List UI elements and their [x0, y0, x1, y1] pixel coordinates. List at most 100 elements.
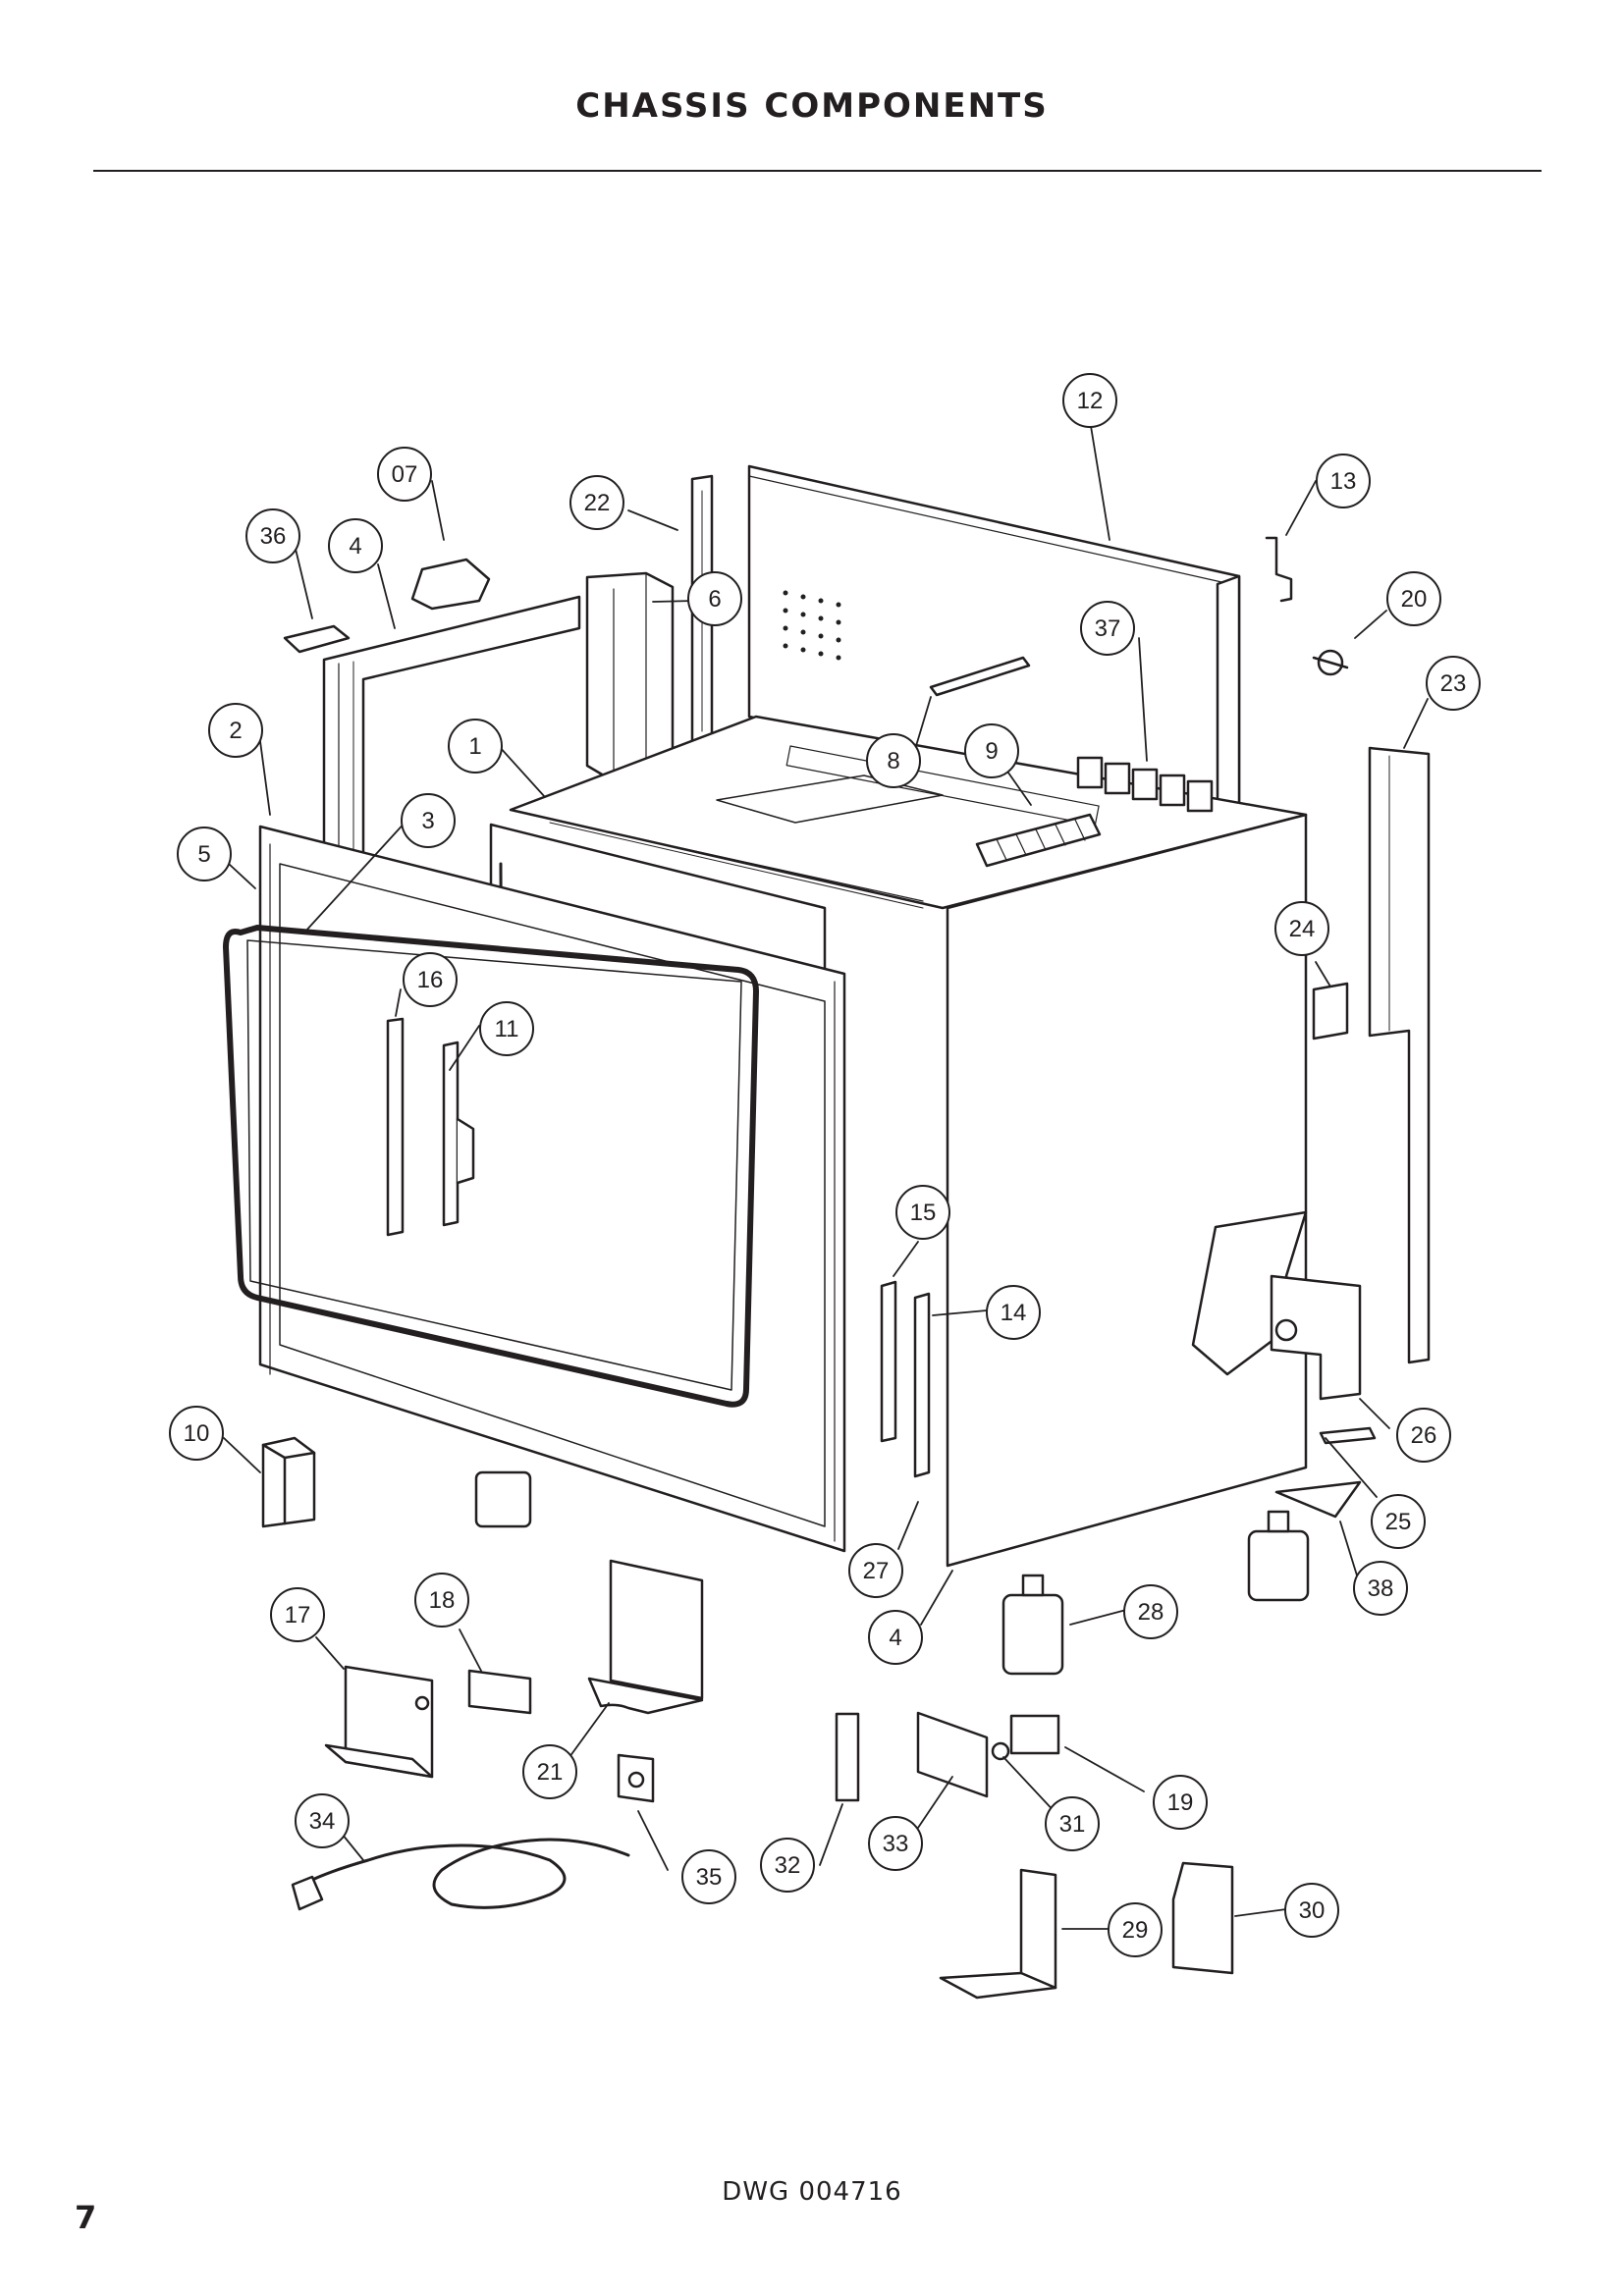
callout-circle [1045, 1796, 1100, 1851]
callout-circle [569, 475, 624, 530]
motor-19 [1009, 1714, 1060, 1755]
callout-label: 22 [584, 490, 611, 516]
callout-label: 33 [883, 1831, 909, 1857]
bracket-36 [283, 624, 351, 654]
callout-20: 20 [1386, 571, 1441, 626]
callout-label: 24 [1289, 916, 1316, 942]
bracket-30 [1171, 1861, 1234, 1975]
callout-label: 16 [417, 967, 444, 993]
bracket-07 [410, 558, 491, 611]
hinge-16 [386, 1017, 405, 1237]
callout-36: 36 [245, 508, 300, 563]
callout-circle [1426, 656, 1481, 711]
front-left-foot [474, 1470, 532, 1528]
callout-17: 17 [270, 1587, 325, 1642]
side-rail-23 [1368, 746, 1431, 1364]
callout-circle [414, 1573, 469, 1628]
callout-circle [681, 1849, 736, 1904]
switch-bracket-18 [467, 1669, 532, 1715]
callout-circle [328, 518, 383, 573]
callout-07: 07 [377, 447, 432, 502]
rear-panel-vent-holes [783, 590, 841, 661]
power-cord [291, 1838, 630, 1911]
callout-19: 19 [1153, 1775, 1208, 1830]
callout-label: 27 [863, 1558, 890, 1584]
callout-circle [403, 952, 458, 1007]
callout-24: 24 [1274, 901, 1329, 956]
callout-label: 23 [1440, 670, 1467, 697]
callout-33: 33 [868, 1816, 923, 1871]
callout-label: 25 [1385, 1509, 1412, 1535]
callout-label: 32 [775, 1852, 801, 1879]
callout-label: 4 [349, 533, 361, 560]
vertical-rail-6 [585, 571, 675, 783]
callout-label: 36 [260, 523, 287, 550]
callout-label: 10 [184, 1420, 210, 1447]
callout-circle [1316, 454, 1371, 508]
callout-4b: 4 [868, 1610, 923, 1665]
callout-35: 35 [681, 1849, 736, 1904]
callout-circle [1153, 1775, 1208, 1830]
callout-label: 8 [887, 748, 899, 774]
callout-label: 6 [708, 586, 721, 613]
title-divider [93, 170, 1542, 172]
callout-circle [1108, 1902, 1163, 1957]
latch-32 [835, 1712, 860, 1802]
callout-37: 37 [1080, 601, 1135, 656]
callout-circle [377, 447, 432, 502]
callout-circle [986, 1285, 1041, 1340]
callout-5: 5 [177, 827, 232, 881]
callout-circle [1284, 1883, 1339, 1938]
callout-label: 18 [429, 1587, 456, 1614]
callout-4a: 4 [328, 518, 383, 573]
callout-circle [295, 1793, 350, 1848]
page-number: 7 [75, 2199, 97, 2236]
callout-12: 12 [1062, 373, 1117, 428]
callout-circle [964, 723, 1019, 778]
callout-label: 15 [910, 1200, 937, 1226]
door-seal [223, 925, 759, 1408]
callout-circle [1080, 601, 1135, 656]
callout-circle [760, 1838, 815, 1893]
callout-circle [1386, 571, 1441, 626]
callout-circle [169, 1406, 224, 1461]
callout-3: 3 [401, 793, 456, 848]
callout-circle [208, 703, 263, 758]
callout-label: 1 [468, 733, 481, 760]
bracket-29 [939, 1868, 1057, 2000]
callout-30: 30 [1284, 1883, 1339, 1938]
callout-label: 4 [889, 1625, 901, 1651]
callout-31: 31 [1045, 1796, 1100, 1851]
callout-21: 21 [522, 1744, 577, 1799]
callout-label: 20 [1401, 586, 1428, 613]
callout-label: 5 [197, 841, 210, 868]
callout-circle [245, 508, 300, 563]
callout-1: 1 [448, 719, 503, 774]
callout-34: 34 [295, 1793, 350, 1848]
corner-bracket-26 [1270, 1274, 1362, 1401]
callout-label: 17 [285, 1602, 311, 1629]
bracket-24 [1312, 982, 1349, 1041]
right-side-panel [946, 813, 1308, 1568]
callout-circle [177, 827, 232, 881]
callout-label: 21 [537, 1759, 564, 1786]
callout-label: 19 [1167, 1789, 1194, 1816]
callout-circle [868, 1816, 923, 1871]
callout-label: 26 [1411, 1422, 1437, 1449]
callout-circle [1396, 1408, 1451, 1463]
callout-14: 14 [986, 1285, 1041, 1340]
callout-circle [1123, 1584, 1178, 1639]
mounting-plate-17 [324, 1665, 434, 1779]
callout-label: 9 [985, 738, 998, 765]
callout-27: 27 [848, 1543, 903, 1598]
callout-6: 6 [687, 571, 742, 626]
callout-29: 29 [1108, 1902, 1163, 1957]
callout-circle [868, 1610, 923, 1665]
callout-2: 2 [208, 703, 263, 758]
callout-circle [848, 1543, 903, 1598]
callout-circle [401, 793, 456, 848]
callout-circle [866, 733, 921, 788]
callout-label: 35 [696, 1864, 723, 1891]
